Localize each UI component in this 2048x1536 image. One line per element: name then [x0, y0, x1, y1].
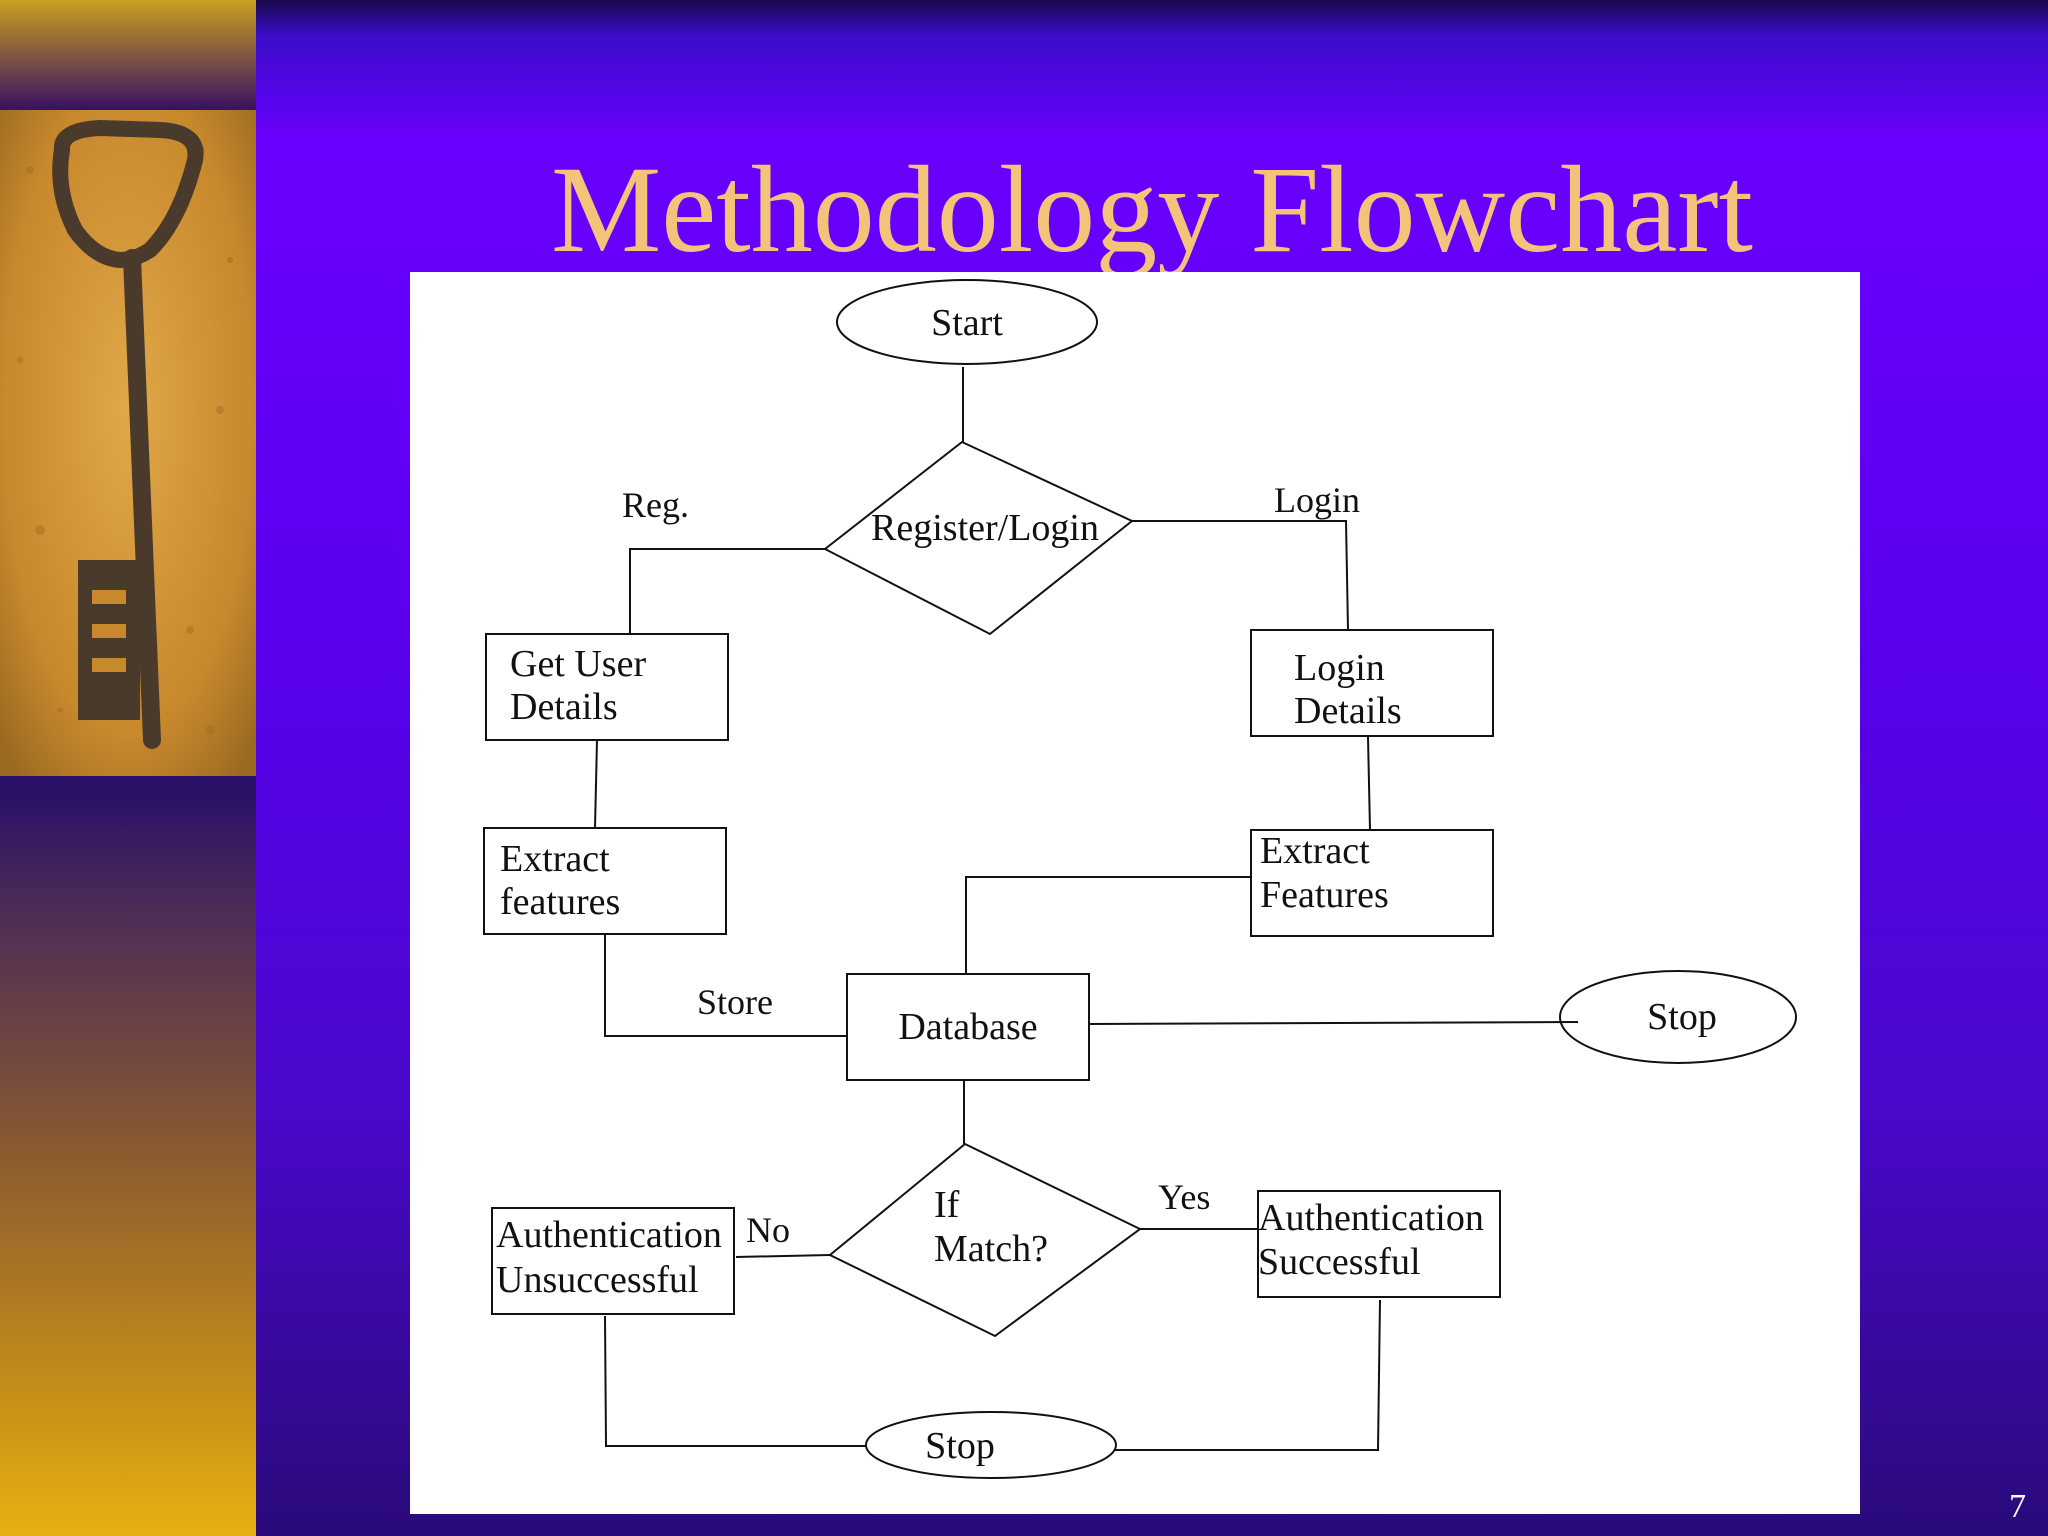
register-login-label: Register/Login: [871, 507, 1099, 549]
extract-features-right-box: [1250, 829, 1494, 937]
extract-features-left-label-line2: features: [500, 881, 620, 923]
database-box: [846, 973, 1090, 1081]
auth-unsuccessful-box: [491, 1207, 735, 1315]
edge-database-to-stop: [1089, 1021, 1579, 1025]
edge-label-yes: Yes: [1158, 1177, 1210, 1217]
auth-unsuccessful-label-line1: Authentication: [496, 1214, 722, 1256]
get-user-details-label-line2: Details: [510, 686, 618, 728]
extract-features-right-label-line2: Features: [1260, 874, 1389, 916]
match-label-line2: Match?: [934, 1228, 1048, 1270]
get-user-details-box: [485, 633, 729, 741]
database-label: Database: [898, 1006, 1037, 1048]
slide-page-number: 7: [2009, 1488, 2026, 1525]
slide-title: Methodology Flowchart: [551, 141, 1753, 278]
edge-extract-to-database: [604, 935, 847, 1037]
auth-successful-box: [1257, 1190, 1501, 1298]
extract-features-left-label-line1: Extract: [500, 838, 610, 880]
edge-successful-to-stop: [1115, 1299, 1381, 1451]
key-photo: [0, 110, 256, 776]
flowchart-canvas: Start Register/Login Get User Details Lo…: [410, 272, 1860, 1514]
edge-decision-to-login: [1132, 520, 1349, 631]
match-decision: [828, 1142, 1142, 1338]
edge-label-reg: Reg.: [622, 485, 689, 525]
login-details-label-line1: Login: [1294, 647, 1385, 689]
login-details-label-line2: Details: [1294, 690, 1402, 732]
edge-extract-right-to-database: [965, 876, 1251, 974]
edge-label-store: Store: [697, 982, 773, 1022]
stop-bottom-label: Stop: [925, 1425, 995, 1467]
edge-decision-to-reg: [629, 548, 825, 634]
flowchart: Start Register/Login Get User Details Lo…: [483, 279, 1797, 1479]
auth-successful-label-line2: Successful: [1258, 1241, 1421, 1283]
start-terminal: [836, 279, 1098, 365]
extract-features-right-label-line1: Extract: [1260, 830, 1370, 872]
auth-successful-label-line1: Authentication: [1258, 1197, 1484, 1239]
edge-label-no: No: [746, 1210, 790, 1250]
edge-unsuccessful-to-stop: [604, 1315, 866, 1447]
auth-unsuccessful-label-line2: Unsuccessful: [496, 1259, 699, 1301]
extract-features-left-box: [483, 827, 727, 935]
login-details-box: [1250, 629, 1494, 737]
stop-right-label: Stop: [1647, 996, 1717, 1038]
stop-bottom-terminal: [865, 1411, 1117, 1479]
edge-match-to-no: [735, 1254, 831, 1258]
match-label-line1: If: [934, 1184, 960, 1226]
edge-getuser-to-extract: [594, 739, 598, 829]
edge-label-login: Login: [1274, 480, 1360, 520]
register-login-decision: [823, 440, 1134, 636]
stop-right-terminal: [1559, 970, 1797, 1064]
get-user-details-label-line1: Get User: [510, 643, 646, 685]
edge-login-to-extract: [1367, 736, 1371, 831]
start-label: Start: [931, 302, 1003, 344]
slide-sidebar: [0, 0, 256, 1536]
